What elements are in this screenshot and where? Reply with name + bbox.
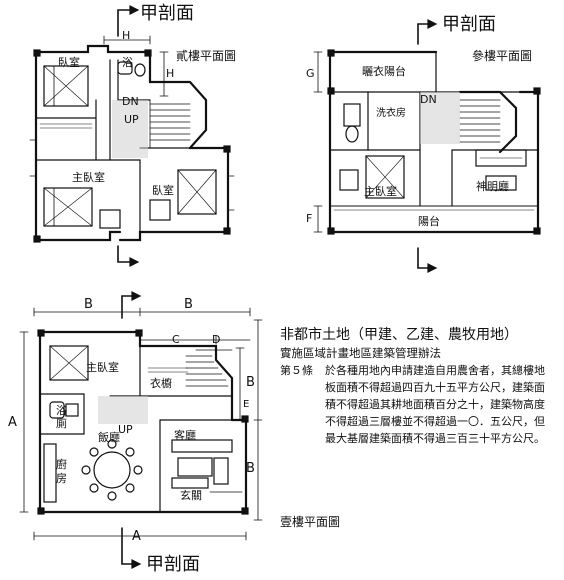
room-master-first: 主臥室 [86, 361, 119, 374]
regulation-heading: 非都市土地（甲建、乙建、農牧用地） [280, 327, 518, 343]
dim-c: C [172, 333, 180, 346]
room-bedroom-b: 臥室 [152, 184, 174, 197]
second-floor-plan [29, 5, 235, 267]
room-master-third: 主臥室 [364, 185, 397, 198]
dim-b-right-lower: B [246, 461, 255, 476]
regulation-subheading: 實施區域計畫地區建築管理辦法 [280, 346, 441, 360]
room-master-second: 主臥室 [72, 171, 105, 184]
room-bedroom-a: 臥室 [58, 56, 80, 69]
room-living: 客廳 [174, 429, 196, 442]
dim-b-top-left: B [84, 297, 93, 312]
regulation-article-number: 第５條 [280, 364, 313, 377]
room-closet: 衣櫥 [150, 377, 172, 390]
regulation-article: 第５條 於各種用地內申請建造自用農舍者，其總樓地板面積不得超過四百九十五平方公尺… [280, 362, 552, 447]
room-drying-balcony: 曬衣陽台 [362, 65, 406, 78]
dim-b-right-upper: B [246, 375, 255, 390]
dim-a-bottom: A [132, 529, 141, 544]
room-balcony: 陽台 [418, 215, 440, 228]
section-label-third-top: 甲剖面 [442, 14, 496, 35]
regulation-article-text: 於各種用地內申請建造自用農舍者，其總樓地板面積不得超過四百九十五平方公尺，建築面… [325, 364, 545, 445]
dim-f: F [306, 212, 313, 225]
room-shrine: 神明廳 [476, 180, 509, 193]
stair-up-first: UP [118, 423, 133, 436]
room-kitchen: 廚房 [56, 458, 67, 485]
dim-h-side: H [166, 67, 175, 80]
dim-b-top-right: B [184, 297, 193, 312]
plan-title-third-floor: 參樓平面圖 [472, 49, 533, 63]
regulation-text-block: 非都市土地（甲建、乙建、農牧用地） 實施區域計畫地區建築管理辦法 第５條 於各種… [280, 326, 552, 447]
third-floor-plan [313, 19, 541, 273]
dim-g: G [306, 67, 315, 80]
section-label-second-top: 甲剖面 [140, 3, 194, 24]
dim-e: E [243, 399, 250, 410]
room-bath-second: 浴 [122, 56, 133, 69]
dim-a-left: A [8, 415, 17, 430]
first-floor-plan [19, 291, 263, 569]
dim-h-top: H [122, 29, 131, 42]
stair-up-second: UP [124, 113, 139, 126]
dim-d: D [212, 333, 221, 346]
room-foyer: 玄關 [180, 489, 202, 502]
room-bath-first: 浴廁 [56, 404, 67, 430]
room-laundry: 洗衣房 [376, 108, 406, 119]
room-dining: 飯廳 [98, 431, 120, 444]
plan-title-first-floor: 壹樓平面圖 [280, 515, 341, 529]
stair-dn-second: DN [122, 95, 139, 108]
plan-title-second-floor: 貳樓平面圖 [176, 49, 237, 63]
stair-dn-third: DN [420, 93, 437, 106]
section-label-first-bottom: 甲剖面 [146, 554, 200, 575]
